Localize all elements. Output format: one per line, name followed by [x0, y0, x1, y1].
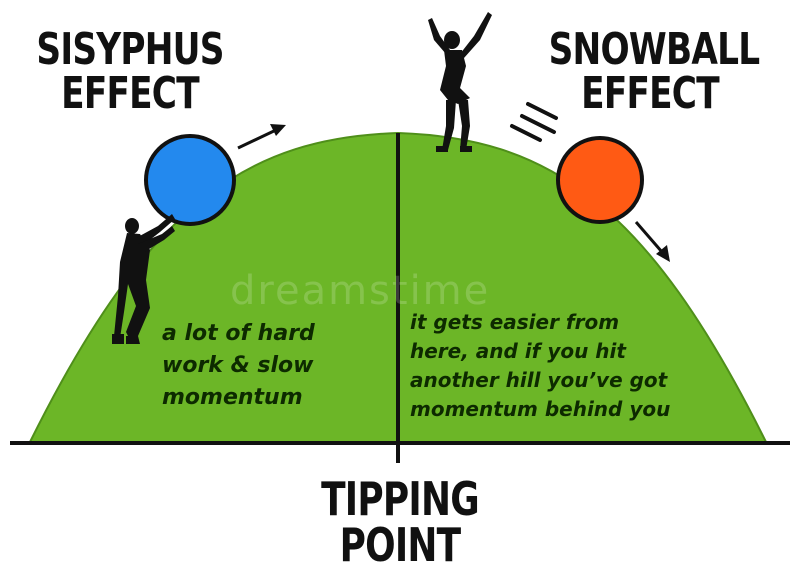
- person-pushing-silhouette: [112, 214, 175, 344]
- caption-line: momentum: [162, 384, 303, 410]
- title-line: TIPPING: [321, 472, 480, 526]
- caption-line: work & slow: [162, 352, 314, 378]
- arrow-up-right-icon: [237, 124, 286, 150]
- caption-line: here, and if you hit: [410, 339, 626, 363]
- title-snowball-effect: SNOWBALL EFFECT: [548, 24, 760, 119]
- caption-line: momentum behind you: [410, 397, 671, 421]
- caption-left: a lot of hard work & slow momentum: [162, 318, 315, 414]
- title-line: POINT: [339, 518, 462, 572]
- caption-line: it gets easier from: [410, 310, 620, 334]
- title-line: SISYPHUS: [36, 24, 224, 75]
- arrow-down-right-icon: [634, 221, 670, 262]
- ball-right: [556, 136, 644, 224]
- person-cheering-silhouette: [428, 12, 492, 152]
- title-line: SNOWBALL: [548, 24, 760, 75]
- title-sisyphus-effect: SISYPHUS EFFECT: [36, 24, 224, 119]
- watermark: dreamstime: [230, 268, 491, 314]
- title-line: EFFECT: [581, 68, 719, 119]
- title-line: EFFECT: [61, 68, 199, 119]
- caption-line: another hill you’ve got: [410, 368, 668, 392]
- caption-right: it gets easier from here, and if you hit…: [410, 308, 670, 424]
- speed-lines-icon: [510, 102, 558, 142]
- title-tipping-point: TIPPING POINT: [283, 476, 517, 568]
- ball-left: [144, 134, 236, 226]
- caption-line: a lot of hard: [162, 321, 315, 346]
